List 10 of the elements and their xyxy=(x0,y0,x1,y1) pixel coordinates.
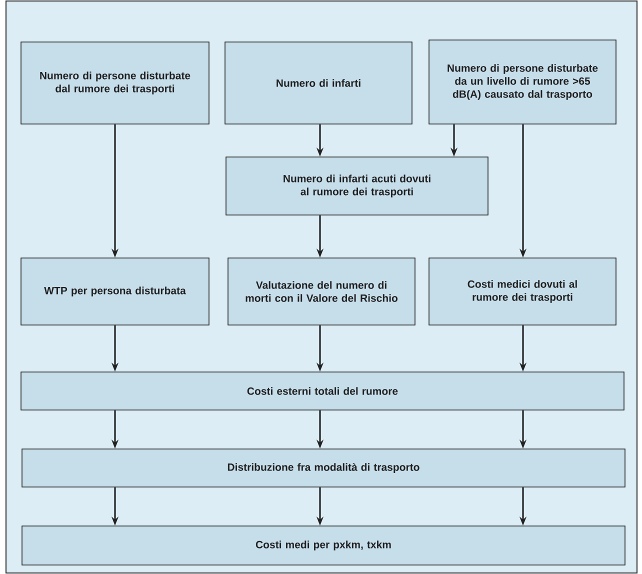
process-box: Valutazione del numero di morti con il Valore del Rischio xyxy=(228,258,416,326)
process-box: Numero di infarti acuti dovuti al rumore dei trasporti xyxy=(226,156,488,216)
process-bar: Costi esterni totali del rumore xyxy=(20,372,624,410)
process-box: Costi medici dovuti al rumore dei trasporti xyxy=(428,258,616,326)
process-box: WTP per persona disturbata xyxy=(20,258,210,326)
process-box: Numero di persone disturbate dal rumore dei trasporti xyxy=(20,42,210,124)
process-bar: Distribuzione fra modalità di trasporto xyxy=(22,448,626,488)
process-box: Numero di infarti xyxy=(224,42,412,124)
process-box: Numero di persone disturbate da un livello di rumore >65 dB(A) causato dal trasporto xyxy=(428,40,616,124)
process-bar: Costi medi per pxkm, txkm xyxy=(22,526,626,566)
